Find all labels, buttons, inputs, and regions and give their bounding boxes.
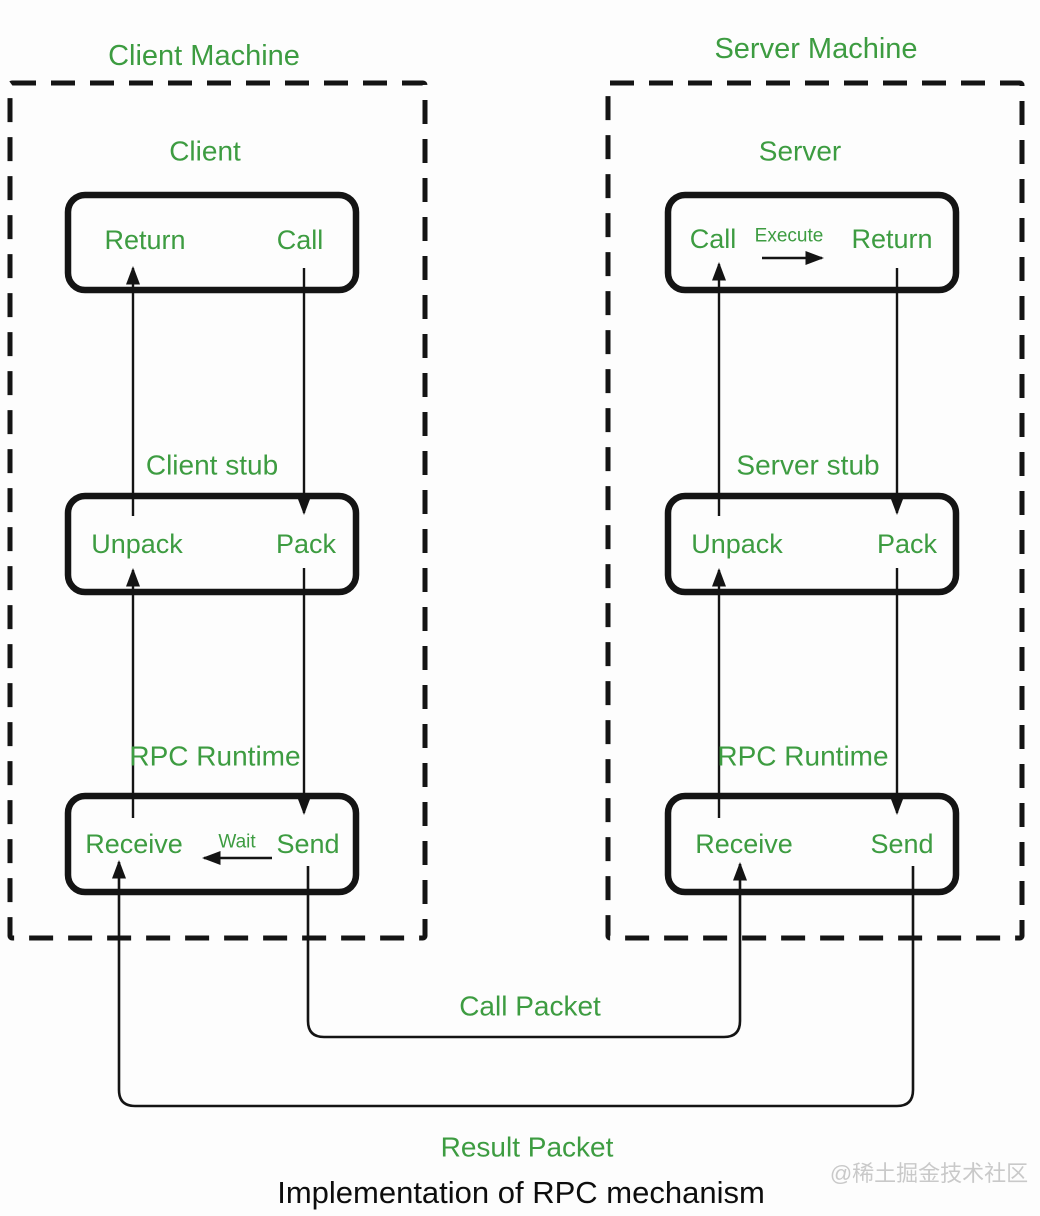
- client-return-label: Return: [104, 225, 186, 256]
- client-stub-box: [64, 492, 360, 596]
- server-runtime-label: RPC Runtime: [717, 740, 889, 772]
- client-wait-label: Wait: [218, 831, 256, 853]
- server-unpack-label: Unpack: [691, 529, 783, 560]
- client-receive-label: Receive: [85, 829, 183, 860]
- server-pack-label: Pack: [876, 529, 938, 560]
- diagram-caption: Implementation of RPC mechanism: [277, 1174, 765, 1210]
- client-runtime-label: RPC Runtime: [129, 740, 301, 772]
- server-section-label: Server: [758, 135, 842, 167]
- server-call-label: Call: [689, 224, 737, 255]
- server-receive-label: Receive: [695, 829, 793, 860]
- call-packet-connector: [306, 862, 747, 1039]
- client-unpack-label: Unpack: [91, 529, 183, 560]
- client-runtime-box: [64, 792, 360, 896]
- client-section-label: Client: [169, 135, 241, 167]
- client-machine-boundary: [7, 80, 428, 941]
- server-runtime-box: [664, 792, 960, 896]
- watermark: @稀土掘金技术社区: [829, 1160, 1029, 1186]
- result-packet-connector: [112, 860, 915, 1108]
- client-send-label: Send: [276, 829, 340, 860]
- result-packet-label: Result Packet: [440, 1131, 614, 1163]
- call-packet-label: Call Packet: [459, 990, 601, 1022]
- client-box: [64, 191, 360, 294]
- server-stub-box: [664, 492, 960, 596]
- server-send-label: Send: [870, 829, 934, 860]
- server-box: [664, 191, 960, 294]
- server-return-label: Return: [851, 224, 933, 255]
- server-stub-label: Server stub: [736, 449, 880, 481]
- server-machine-title: Server Machine: [714, 33, 918, 66]
- client-pack-label: Pack: [275, 529, 337, 560]
- server-machine-boundary: [605, 80, 1025, 941]
- server-execute-label: Execute: [754, 225, 824, 247]
- client-call-label: Call: [276, 225, 324, 256]
- client-machine-title: Client Machine: [108, 40, 300, 73]
- client-stub-label: Client stub: [145, 449, 279, 481]
